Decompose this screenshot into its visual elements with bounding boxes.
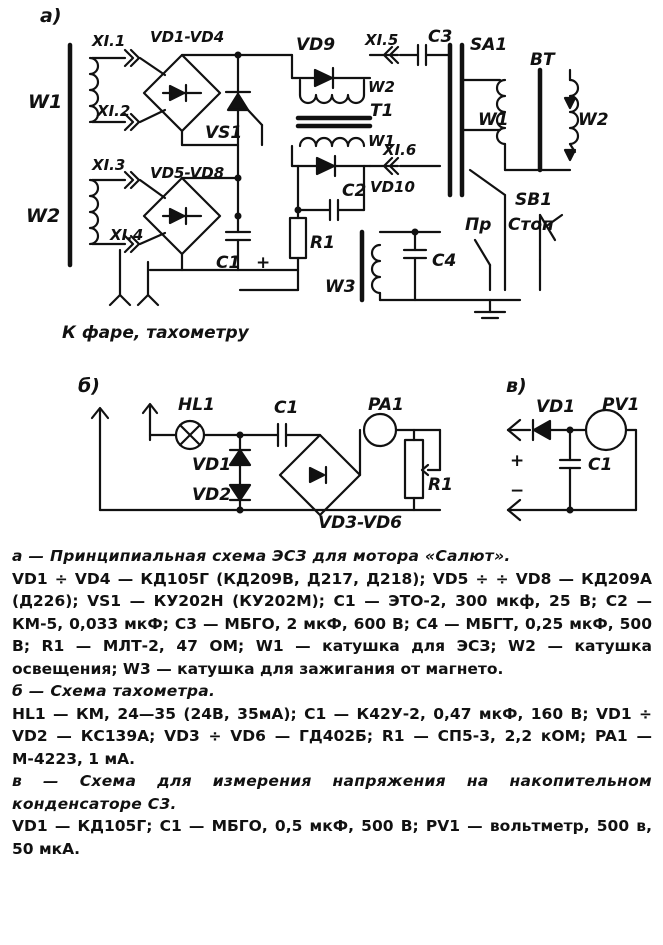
bridge-vd3-vd6 [278,433,362,517]
diode-vd9-icon [313,68,334,88]
label-c1: C1 [216,253,240,273]
label-w2-bt: W2 [578,110,609,130]
coil-bt-w1 [495,78,507,146]
arrow-icon [563,148,577,162]
label-bottom-note: К фаре, тахометру [62,323,250,343]
label-t1: T1 [370,101,393,121]
label-x16: XI.6 [382,141,416,159]
label-x12: XI.2 [96,102,130,120]
connector-x15 [368,45,400,65]
label-vs1: VS1 [205,123,242,143]
label-r1-b: R1 [428,475,453,495]
bridge-diode-icon [308,466,326,484]
arrow-icon [563,96,577,110]
label-w2-left: W2 [26,205,60,227]
diagram-b: б) HL1 C1 VD1 VD2 VD3-VD6 PA1 [78,375,453,533]
label-x13: XI.3 [91,156,125,174]
caption: а — Принципиальная схема ЭСЗ для мотора … [12,545,652,860]
label-w1-left: W1 [28,91,62,113]
label-vd3-vd6: VD3-VD6 [318,513,402,533]
label-x15: XI.5 [364,31,398,49]
coil-t1-w1 [298,136,366,148]
coil-bt-w2 [568,78,580,146]
label-vd9: VD9 [296,35,335,55]
panel-label-c: в) [506,375,527,397]
arrow-icon [506,498,522,522]
label-minus-c: − [510,481,524,501]
thyristor-vs1-icon [226,92,250,112]
diagram-a: а) W1 W2 XI.1 XI.2 XI.3 XI.4 VD1-VD4 VD5… [26,5,609,343]
label-c1-c: C1 [588,455,612,475]
label-x11: XI.1 [91,32,125,50]
bridge-diode-icon [168,84,186,102]
label-vd2-b: VD2 [192,485,231,505]
label-plus-c: + [510,451,524,471]
label-vd10: VD10 [370,178,415,196]
label-sb1: SB1 [515,190,552,210]
meter-pa1-icon [362,412,398,448]
label-pv1: PV1 [602,395,639,415]
diode-vd1-c-icon [532,419,552,441]
caption-b-title: б — Схема тахометра. [12,682,216,700]
label-w3: W3 [325,277,356,297]
label-sa1: SA1 [470,35,507,55]
schematic-diagrams: а) W1 W2 XI.1 XI.2 XI.3 XI.4 VD1-VD4 VD5… [26,5,639,533]
label-w2-t1: W2 [368,78,395,96]
panel-label-b: б) [78,375,100,397]
label-w1-t1: W1 [368,132,395,150]
caption-a-parts: VD1 ÷ VD4 — КД105Г (КД209В, Д217, Д218);… [12,569,652,678]
label-vd1-b: VD1 [192,455,231,475]
meter-pv1-icon [584,408,628,452]
label-w1-bt: W1 [478,110,509,130]
coil-t1-w2 [298,93,366,105]
caption-b-parts: HL1 — КМ, 24—35 (24В, 35мА); C1 — К42У-2… [12,704,652,768]
arrow-icon [141,402,159,415]
label-c3: C3 [428,27,452,47]
label-bt: BT [530,50,556,70]
label-c2: C2 [342,181,366,201]
label-vd1-c: VD1 [536,397,575,417]
panel-label-a: а) [40,5,62,27]
label-stop: Стоп [508,215,554,235]
output-connectors [108,293,160,307]
zener-vd1-icon [228,448,252,467]
zener-vd2-icon [228,483,252,502]
arrow-icon [90,406,110,420]
label-c1-b: C1 [274,398,298,418]
label-x14: XI.4 [109,226,143,244]
coil-w3 [370,243,382,295]
caption-c-parts: VD1 — КД105Г; C1 — МБГО, 0,5 мкФ, 500 В;… [12,817,652,858]
wiper-icon [420,463,442,477]
caption-c-title: в — Схема для измерения напряжения на на… [12,772,652,813]
connector-x11 [90,48,141,68]
coil-w1 [88,56,100,124]
resistor-r1-b [403,438,425,500]
label-hl1: HL1 [178,395,215,415]
diode-vd10-icon [315,156,336,176]
label-vd5-vd8: VD5-VD8 [150,164,224,182]
connector-x16 [368,156,400,176]
coil-w2 [88,178,100,246]
label-c4: C4 [432,251,456,271]
label-c1-plus: + [256,253,270,273]
diagram-c: в) VD1 C1 PV1 + − [506,375,639,522]
label-pa1: PA1 [368,395,404,415]
label-pr: Пр [465,215,491,235]
bridge-diode-icon [168,207,186,225]
caption-a-title: а — Принципиальная схема ЭСЗ для мотора … [12,547,511,565]
resistor-r1 [288,216,308,260]
label-r1: R1 [310,233,335,253]
label-vd1-vd4: VD1-VD4 [150,28,224,46]
connector-x13 [90,170,141,190]
